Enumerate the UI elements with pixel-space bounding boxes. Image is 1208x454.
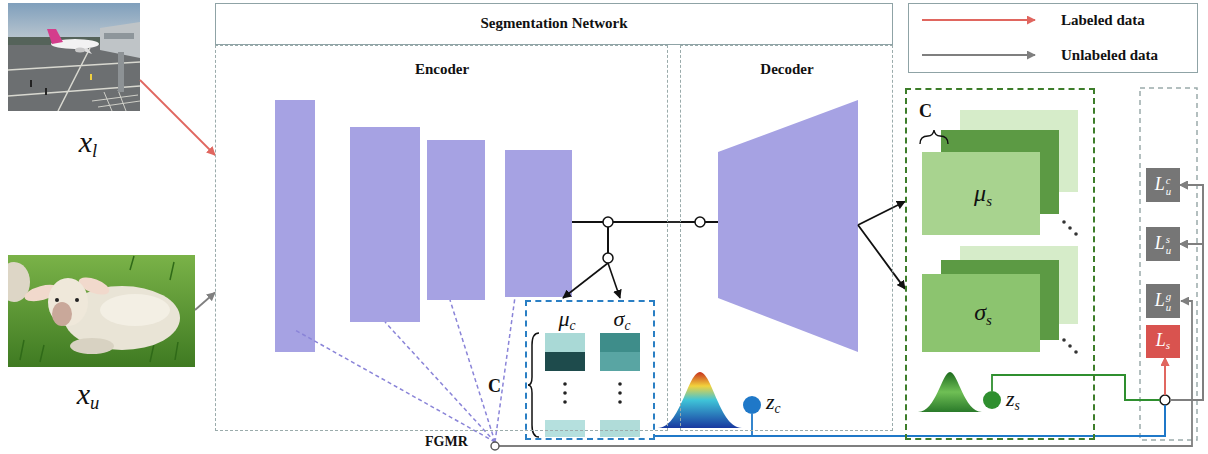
connector [655,358,1165,436]
encoder-layers [275,100,572,352]
connector-line [1095,375,1160,400]
connector-line [140,80,215,155]
channel-label: C [919,101,932,122]
subscript: s [986,312,992,328]
connector-line [893,202,905,208]
math-symbol: σc [614,306,631,333]
sheep-photo [8,255,195,367]
connector-line [893,273,905,289]
legend-samples [922,20,1035,55]
connector-line [1095,375,1160,400]
math-symbol: μc [558,306,575,333]
superscript: s [1166,234,1171,245]
subscript: u [1166,302,1171,313]
merge-dot [1160,395,1170,405]
connector [140,80,215,155]
math-symbol: σs [974,299,992,328]
connector [668,222,680,223]
image-panel: xu [8,255,195,415]
decoder-shape [718,100,858,352]
subscript: s [1015,398,1020,413]
encoder-region: Encoder [215,45,668,431]
latent-label: zs [1006,386,1020,413]
channel-cells [528,333,640,437]
distribution-box: Cμcσc [525,300,655,440]
connector [1095,244,1203,400]
region-title: Encoder [415,61,469,78]
region-title: Decoder [760,61,813,78]
loss-symbol: Luc [1155,174,1171,197]
math-symbol: μs [974,180,992,209]
connector-line [655,405,1165,436]
connector-line [195,293,215,311]
connector-line [1170,244,1203,400]
output-maps [920,110,1078,354]
subscript: u [90,392,99,413]
latent-sample [658,372,761,436]
loss-symbol: Lus [1155,233,1171,256]
legend-text: Labeled data [1061,12,1145,29]
connector-line [655,405,1165,436]
channel-label: C [488,376,501,397]
loss-box: Lus [1146,227,1180,261]
image-panel: xl [8,3,140,163]
connector-line [668,221,680,223]
output-box: Cμs σs [905,88,1095,440]
subscript: c [775,401,781,416]
connector [893,202,905,289]
connector [1095,185,1203,400]
connector-line [1164,358,1166,395]
subscript: s [1166,339,1170,351]
fgmr-wires [295,297,1192,450]
loss-symbol: Lug [1155,290,1171,313]
latent-label: zc [766,389,781,416]
script-stack: ug [1166,291,1171,313]
loss-box: Luc [1146,168,1180,202]
connector [195,293,215,311]
subscript: c [569,318,575,333]
connector-line [1164,358,1166,395]
feature-wires [563,208,893,299]
legend-box: Labeled dataUnlabeled data [908,3,1198,73]
superscript: g [1166,291,1171,302]
legend-text: Unlabeled data [1061,47,1158,64]
loss-group [1140,88,1197,440]
subscript: c [624,318,630,333]
loss-box: Ls [1146,325,1180,358]
connector [655,185,1203,436]
script-stack: uc [1166,175,1171,197]
image-caption: xu [77,377,100,414]
script-stack: us [1166,234,1171,256]
module-label: FGMR [425,434,468,450]
connector-line [655,405,1165,436]
subscript: u [1166,186,1171,197]
subscript: s [986,193,992,209]
network-panel: Segmentation NetworkEncoder Decoder [215,3,893,431]
superscript: c [1166,175,1171,186]
panel-title: Segmentation Network [480,15,627,32]
image-caption: xl [79,125,98,162]
connector [655,244,1203,436]
subscript: l [92,140,97,161]
connector [1095,358,1165,400]
connector-line [1095,375,1160,400]
subscript: u [1166,245,1171,256]
decoder-region: Decoder [680,45,893,431]
loss-box: Lug [1146,284,1180,318]
loss-symbol: Ls [1156,330,1170,352]
junction-dots [603,217,705,263]
connector-line [1170,244,1203,400]
airport-photo [8,3,140,111]
